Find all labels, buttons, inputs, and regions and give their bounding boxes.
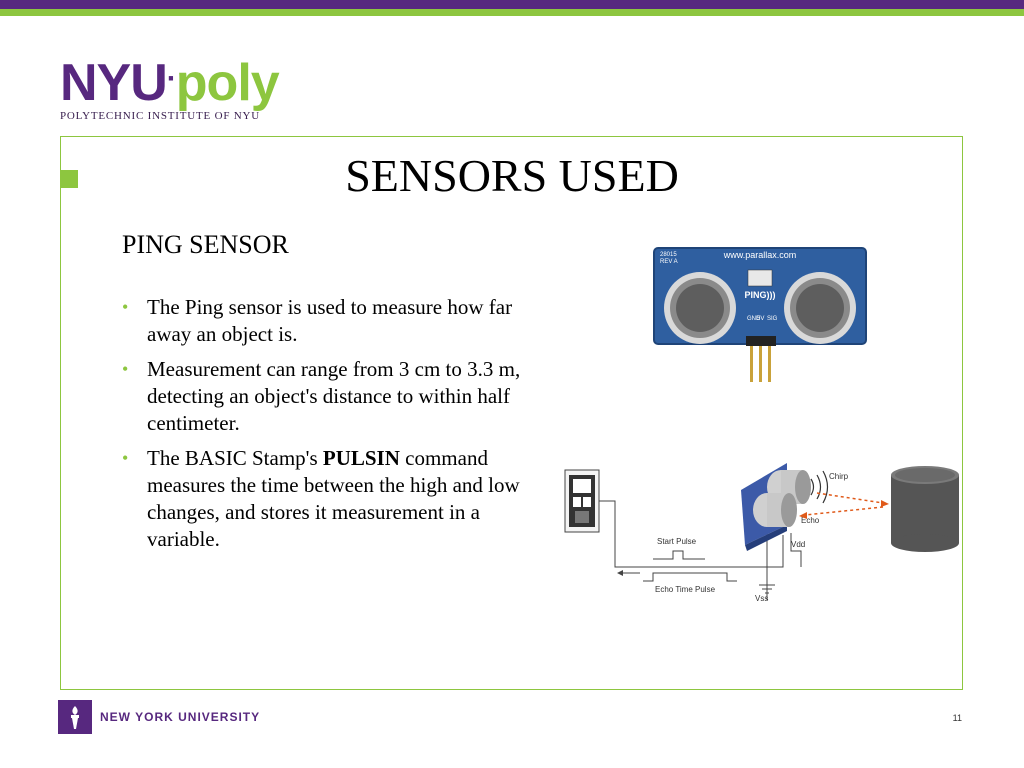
torch-icon <box>71 706 79 729</box>
accent-square <box>60 170 78 188</box>
pin-header <box>746 336 776 346</box>
pin <box>759 346 762 382</box>
echo-ray <box>804 506 884 516</box>
bullet-item: • The Ping sensor is used to measure how … <box>122 294 522 348</box>
pin <box>750 346 753 382</box>
ray-arrow-icon <box>881 500 889 507</box>
arrow-left-icon <box>617 570 623 576</box>
top-bar-green <box>0 9 1024 16</box>
page-number: 11 <box>952 713 962 723</box>
echo-label: Echo <box>801 516 820 525</box>
pin <box>768 346 771 382</box>
sensor-pin-label: GND <box>747 316 761 322</box>
bullet-text-post: command measures the time between the hi… <box>147 446 520 551</box>
logo-poly: poly <box>175 54 280 112</box>
chirp-label: Chirp <box>829 472 849 481</box>
sensor-chip <box>747 269 773 287</box>
content-frame <box>60 136 963 690</box>
bullet-dot-icon: • <box>122 359 129 379</box>
start-pulse-waveform <box>653 550 705 560</box>
echo-pulse-waveform <box>643 572 737 582</box>
logo-dot: · <box>166 62 177 95</box>
sensor-rev-label: REV A <box>660 259 678 265</box>
bullet-item: • Measurement can range from 3 cm to 3.3 … <box>122 356 522 437</box>
ray-arrow-icon <box>799 512 807 519</box>
bullet-text: The Ping sensor is used to measure how f… <box>147 295 513 346</box>
bullet-dot-icon: • <box>122 448 129 468</box>
bullet-dot-icon: • <box>122 297 129 317</box>
sensor-pin-label: SIG <box>767 316 778 322</box>
vdd-wire <box>790 533 802 567</box>
ping-sensor-photo: www.parallax.com 28015 REV A PING))) GND… <box>653 247 867 382</box>
logo-wordmark: NYU·poly <box>60 50 280 112</box>
footer-university: NEW YORK UNIVERSITY <box>100 710 261 724</box>
vdd-label: Vdd <box>791 540 805 549</box>
logo-subtitle: POLYTECHNIC INSTITUTE OF NYU <box>60 110 261 122</box>
chirp-ray <box>816 492 884 504</box>
signal-wire <box>599 500 784 568</box>
sensor-site-label: www.parallax.com <box>723 250 797 260</box>
ping-diagram: Start Pulse Echo Time Pulse Vdd Vss Chir… <box>564 463 959 603</box>
echo-time-pulse-label: Echo Time Pulse <box>655 585 716 594</box>
bullet-text-pre: The BASIC Stamp's <box>147 446 323 470</box>
sensor-pin-label: 5V <box>757 316 764 322</box>
vss-label: Vss <box>755 594 768 603</box>
bullet-text: Measurement can range from 3 cm to 3.3 m… <box>147 357 521 435</box>
nyu-footer-logo <box>58 700 92 734</box>
target-cylinder <box>891 475 959 543</box>
nyu-poly-logo: NYU·poly POLYTECHNIC INSTITUTE OF NYU <box>60 50 280 122</box>
sensor-ping-label: PING))) <box>745 290 776 300</box>
logo-nyu: NYU <box>60 54 168 112</box>
bullet-list: • The Ping sensor is used to measure how … <box>122 294 522 561</box>
bullet-item: • The BASIC Stamp's PULSIN command measur… <box>122 445 522 553</box>
bullet-text-bold: PULSIN <box>322 446 400 470</box>
chirp-wave-icon <box>810 478 815 496</box>
sensor-model-label: 28015 <box>660 252 677 258</box>
slide-subtitle: PING SENSOR <box>122 230 289 259</box>
slide-title: SENSORS USED <box>345 150 679 201</box>
start-pulse-label: Start Pulse <box>657 537 697 546</box>
top-bar-purple <box>0 0 1024 9</box>
